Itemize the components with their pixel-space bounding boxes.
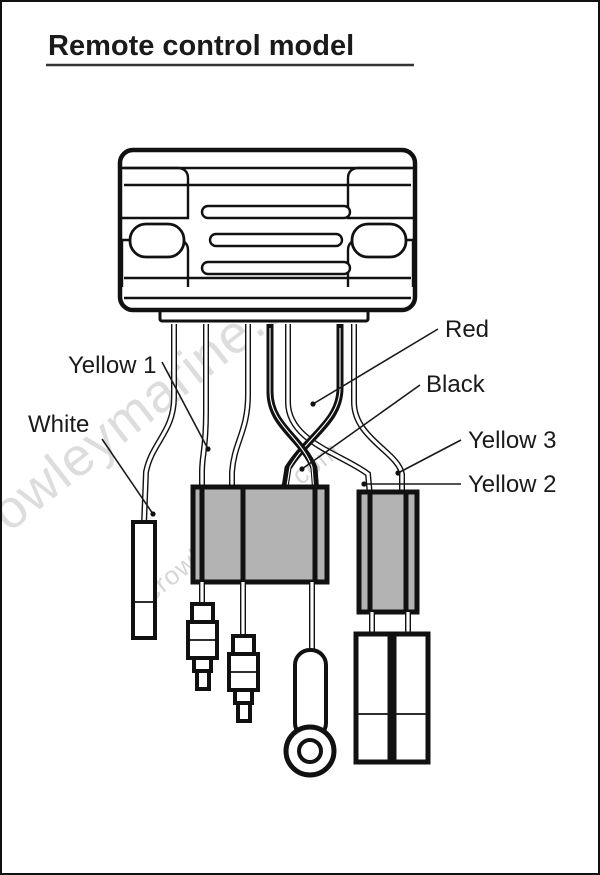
leader-dot-white xyxy=(150,511,156,517)
wire-yellow-2 xyxy=(285,324,373,497)
white-blade-body xyxy=(131,520,157,640)
terminal-blade-right-2 xyxy=(391,631,431,765)
mounting-hole-right xyxy=(350,222,408,259)
leader-yellow-1 xyxy=(161,361,209,450)
page-title: Remote control model xyxy=(48,30,354,62)
terminal-ring xyxy=(283,648,337,778)
terminal-white-blade xyxy=(131,520,157,640)
vent-slot-2 xyxy=(208,232,344,248)
label-red: Red xyxy=(445,316,489,343)
label-yellow-2: Yellow 2 xyxy=(468,471,557,498)
wire-bundle xyxy=(141,324,405,525)
wire-red xyxy=(280,324,344,495)
leader-dot-yellow-2 xyxy=(361,481,367,487)
vent-slot-3 xyxy=(200,260,352,276)
sleeve-right xyxy=(356,489,420,615)
terminal-bullet-plug-2 xyxy=(227,634,260,723)
label-yellow-1: Yellow 1 xyxy=(68,352,157,379)
mounting-hole-left xyxy=(128,222,186,259)
wire-yellow-3 xyxy=(229,324,251,494)
leader-dot-yellow-1 xyxy=(205,446,211,452)
bullet1-pin xyxy=(195,669,211,691)
leader-dot-yellow-3 xyxy=(395,470,401,476)
leader-dot-black xyxy=(299,466,305,472)
terminal-blade-right-1 xyxy=(353,631,393,765)
blade-right-1-body xyxy=(353,631,393,765)
remote-control-unit xyxy=(117,147,418,323)
sleeve-left xyxy=(190,484,330,585)
leader-white xyxy=(101,438,154,515)
bullet1-collar xyxy=(190,602,215,624)
vent-slot-1 xyxy=(200,204,352,220)
unit-inner-panel-upper-left xyxy=(122,166,190,220)
wire-white xyxy=(141,324,177,525)
label-black: Black xyxy=(426,371,486,398)
terminal-bullet-plug-1 xyxy=(186,602,219,691)
sleeve-left-body xyxy=(190,484,330,585)
leader-black xyxy=(301,384,421,470)
leader-dot-red xyxy=(310,401,316,407)
blade-right-2-body xyxy=(391,631,431,765)
unit-inner-panel-upper-right xyxy=(346,166,413,220)
leader-red xyxy=(312,328,439,405)
leader-yellow-3 xyxy=(397,439,462,474)
wire-labels: Yellow 1 White Red Black Yellow 3 Yellow… xyxy=(28,316,557,498)
bullet2-collar xyxy=(231,634,256,656)
bullet2-pin xyxy=(236,701,252,723)
label-white: White xyxy=(28,411,89,438)
label-yellow-3: Yellow 3 xyxy=(468,427,557,454)
leader-lines xyxy=(101,328,462,517)
page-title-group: Remote control model xyxy=(46,30,414,67)
wire-yellow-1 xyxy=(199,324,209,494)
wire-black xyxy=(266,324,320,495)
ring-terminal-hole xyxy=(297,738,323,764)
